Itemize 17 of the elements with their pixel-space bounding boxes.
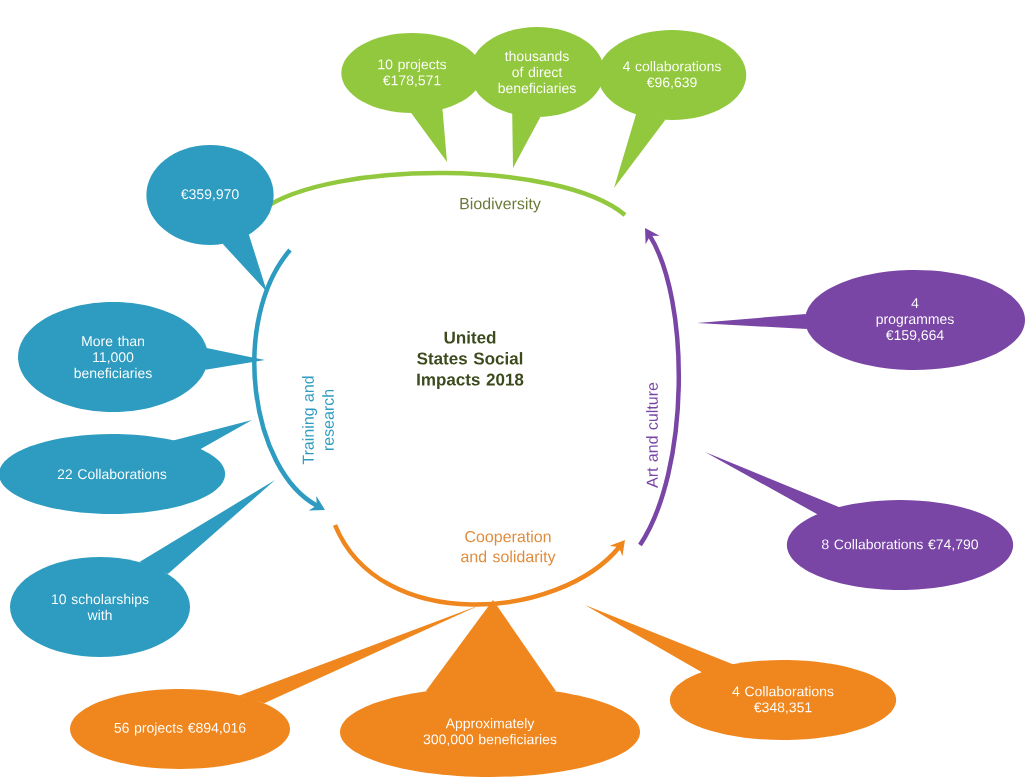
speech-bubble: 4 Collaborations €348,351 (585, 605, 897, 740)
speech-bubble: 10 projects €178,571 (341, 33, 483, 162)
category-label: Art and culture (646, 382, 658, 488)
center-title: United States Social Impacts 2018 (417, 331, 524, 389)
category-label: Training and research (302, 376, 334, 465)
speech-bubble: €359,970 (146, 145, 274, 292)
speech-bubble: 10 scholarships with (10, 480, 275, 657)
category-label: Cooperation and solidarity (461, 530, 556, 566)
speech-bubble: 4 programmes €159,664 (697, 270, 1025, 370)
speech-bubble: More than 11,000 beneficiaries (18, 302, 265, 412)
speech-bubble: Approximately 300,000 beneficiaries (340, 600, 640, 777)
node-label: 56 projects €894,016 (114, 722, 246, 736)
speech-bubble: 22 Collaborations (0, 420, 252, 514)
speech-bubble: 8 Collaborations €74,790 (705, 452, 1014, 590)
speech-bubble: thousands of direct beneficiaries (469, 27, 605, 168)
speech-bubble: 4 collaborations €96,639 (597, 30, 747, 188)
category-label: Biodiversity (460, 197, 541, 213)
